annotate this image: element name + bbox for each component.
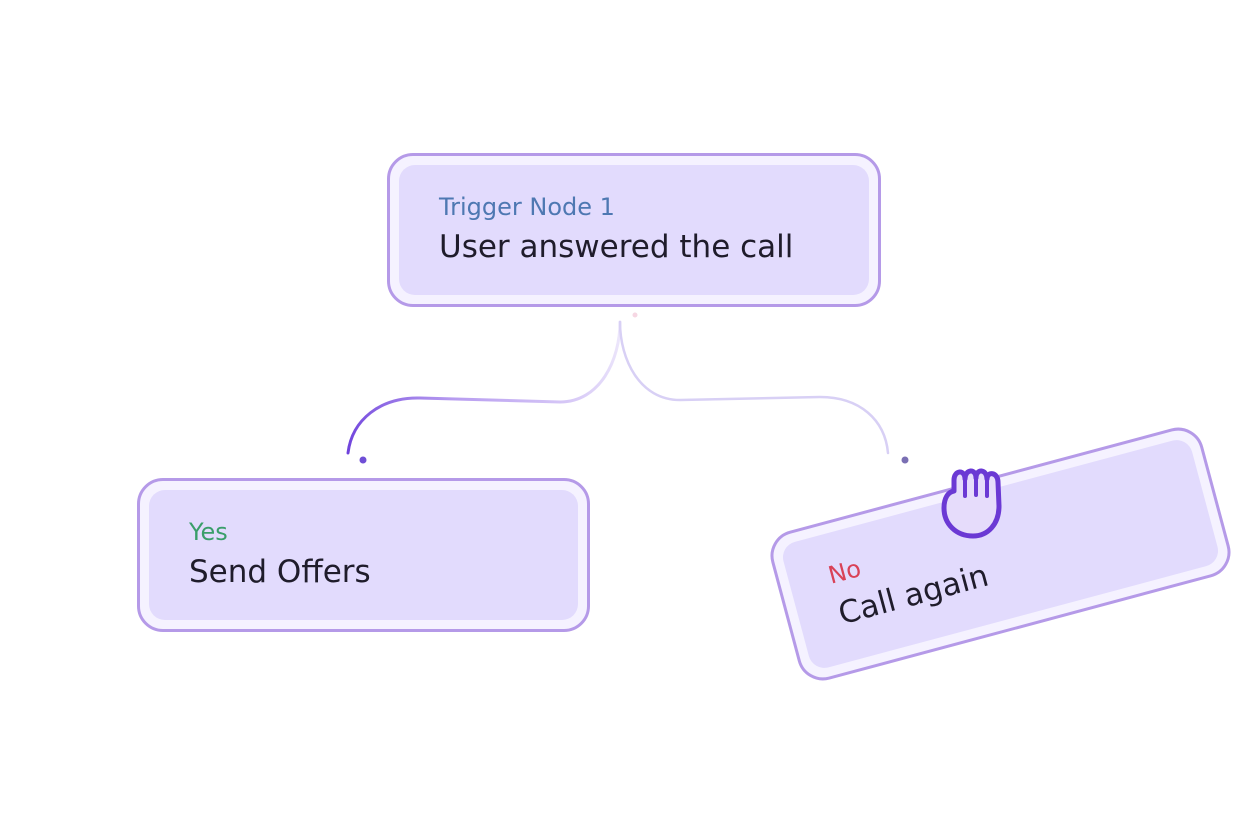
trigger-node-body: Trigger Node 1 User answered the call [399,165,869,295]
trigger-node[interactable]: Trigger Node 1 User answered the call [387,153,881,307]
yes-node[interactable]: Yes Send Offers [137,478,590,632]
connector-to-no [618,320,890,455]
no-target-dot[interactable] [901,456,909,464]
yes-target-dot[interactable] [359,456,367,464]
connector-to-yes [346,320,622,455]
yes-node-text: Send Offers [189,554,371,591]
grab-hand-icon [941,468,1002,539]
trigger-node-text: User answered the call [439,229,794,266]
trigger-node-label: Trigger Node 1 [439,193,615,222]
yes-node-label: Yes [189,518,228,547]
source-handle-dot[interactable] [632,312,638,318]
yes-node-body: Yes Send Offers [149,490,578,620]
